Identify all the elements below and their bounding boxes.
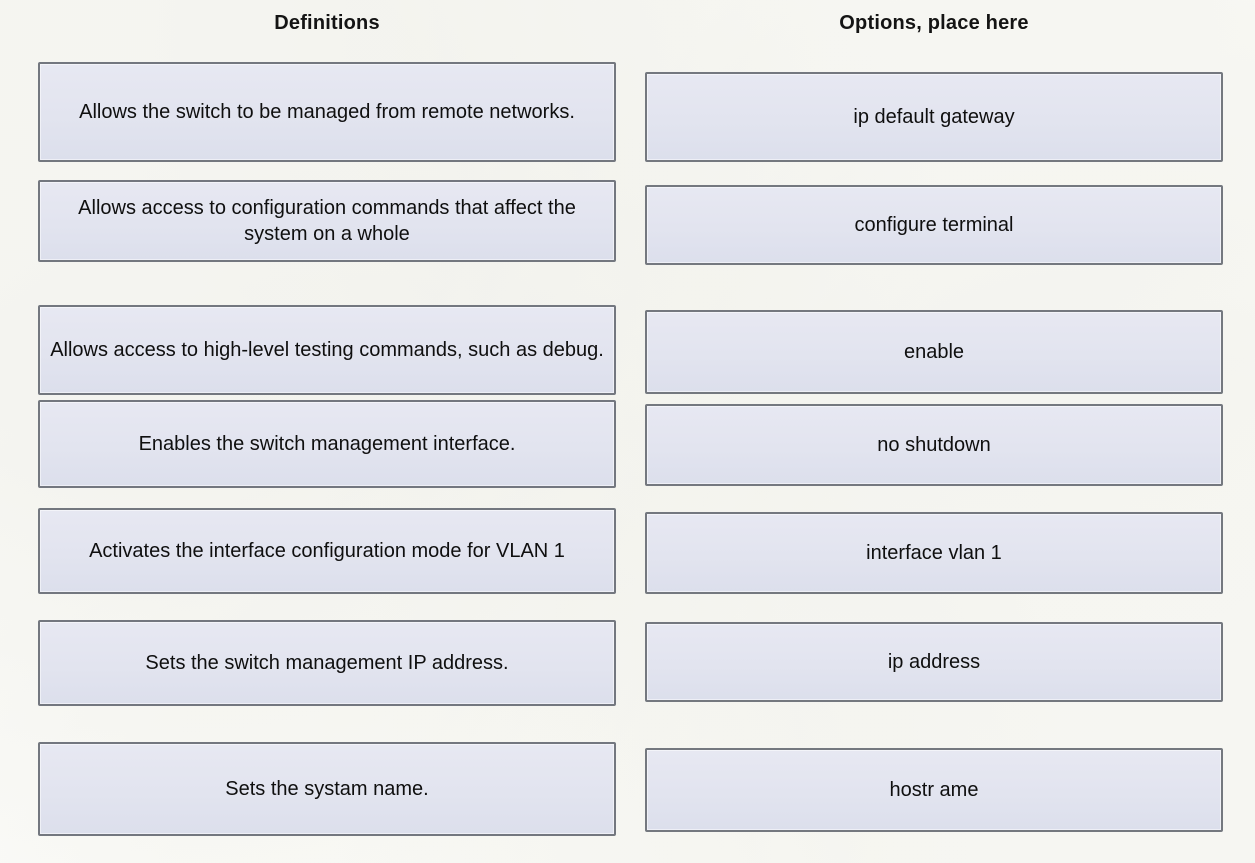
definition-card[interactable]: Sets the switch management IP address. <box>38 620 616 706</box>
option-card[interactable]: enable <box>645 310 1223 394</box>
definition-text: Sets the systam name. <box>225 777 429 800</box>
definition-card[interactable]: Allows access to configuration commands … <box>38 180 616 262</box>
option-text: no shutdown <box>877 433 991 456</box>
option-card[interactable]: ip address <box>645 622 1223 702</box>
definition-card[interactable]: Allows the switch to be managed from rem… <box>38 62 616 162</box>
option-text: ip address <box>887 650 981 673</box>
definition-text: Enables the switch management interface. <box>138 432 516 455</box>
definition-text: Sets the switch management IP address. <box>145 651 509 674</box>
option-text: enable <box>903 340 965 363</box>
option-text: ip default gateway <box>853 105 1015 128</box>
definition-card[interactable]: Allows access to high-level testing comm… <box>38 305 616 395</box>
option-card[interactable]: no shutdown <box>645 404 1223 486</box>
option-card[interactable]: ip default gateway <box>645 72 1223 162</box>
option-text: configure terminal <box>854 213 1014 236</box>
definition-text: Allows access to configuration commands … <box>78 196 576 245</box>
definition-card[interactable]: Sets the systam name. <box>38 742 616 836</box>
definition-text: Allows access to high-level testing comm… <box>50 338 604 361</box>
option-text: hostr ame <box>889 778 979 801</box>
definition-card[interactable]: Enables the switch management interface. <box>38 400 616 488</box>
option-card[interactable]: configure terminal <box>645 185 1223 265</box>
option-card[interactable]: hostr ame <box>645 748 1223 832</box>
options-column-header: Options, place here <box>839 12 1029 34</box>
definitions-column-header: Definitions <box>274 12 380 34</box>
option-card[interactable]: interface vlan 1 <box>645 512 1223 594</box>
option-text: interface vlan 1 <box>866 541 1002 564</box>
definition-text: Allows the switch to be managed from rem… <box>79 100 575 123</box>
definition-text: Activates the interface configuration mo… <box>89 539 565 562</box>
definition-card[interactable]: Activates the interface configuration mo… <box>38 508 616 594</box>
